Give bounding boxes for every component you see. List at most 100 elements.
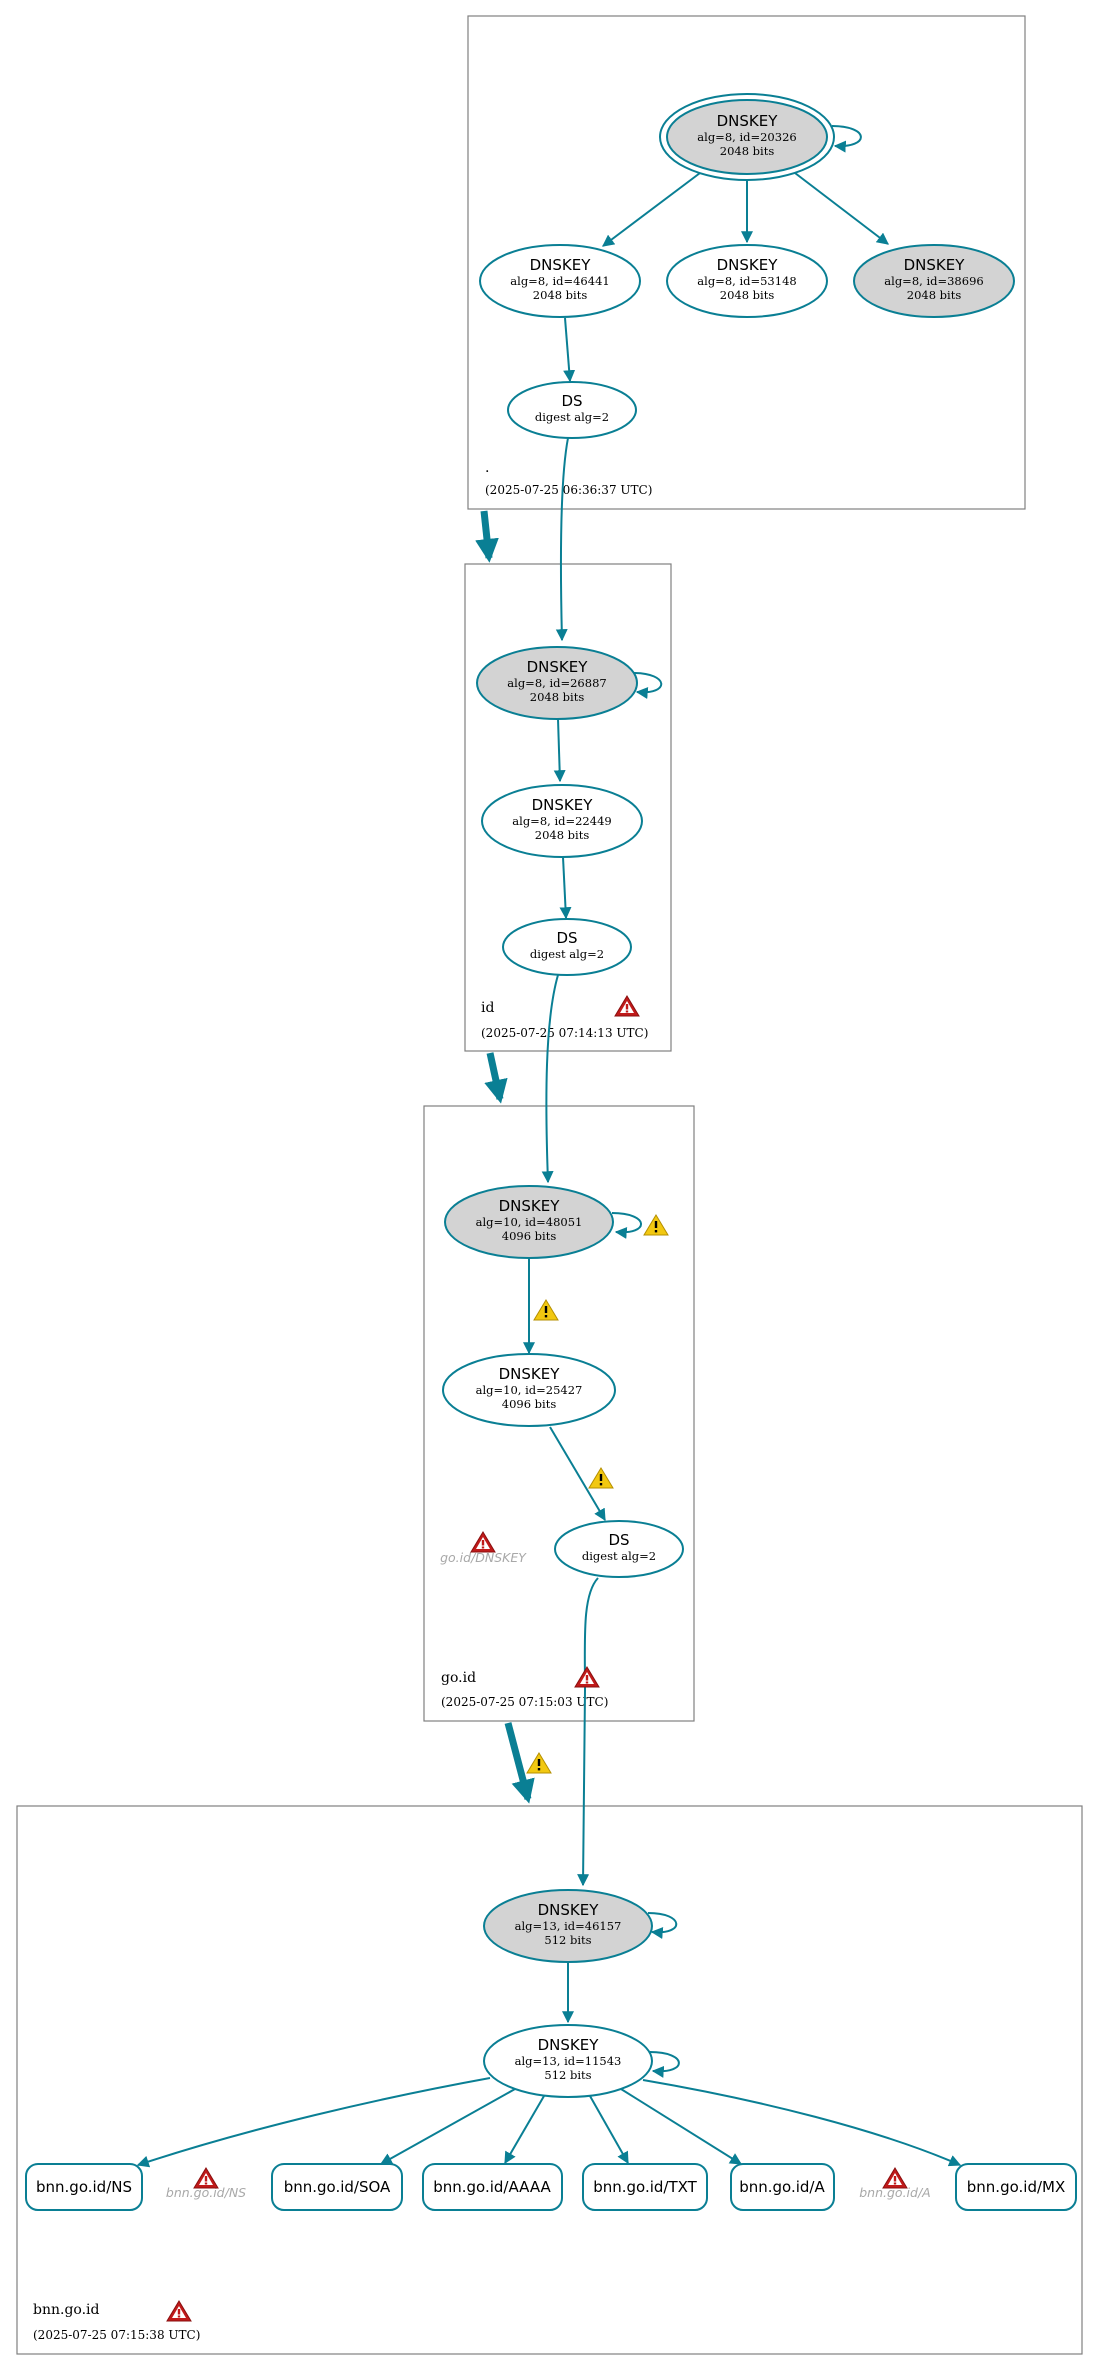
node-detail: 4096 bits bbox=[502, 1397, 557, 1411]
node-title: DNSKEY bbox=[527, 658, 589, 676]
error-icon bbox=[166, 2300, 192, 2322]
zone-box-root bbox=[467, 15, 1026, 510]
node-title: DNSKEY bbox=[499, 1365, 561, 1383]
edge-goid-ksk-self bbox=[611, 1212, 642, 1239]
node-detail: alg=8, id=20326 bbox=[697, 130, 796, 144]
rrset-label: bnn.go.id/NS bbox=[36, 2178, 132, 2196]
error-icon bbox=[574, 1666, 600, 1688]
zone-box-id bbox=[464, 563, 672, 1052]
rrset-node-aaaa: bnn.go.id/AAAA bbox=[422, 2163, 563, 2211]
edge-id-zsk-to-ds bbox=[559, 856, 572, 920]
node-detail: 2048 bits bbox=[907, 288, 962, 302]
ghost-label-bnn-ns: bnn.go.id/NS bbox=[166, 2185, 246, 2200]
node-root-ds: DS digest alg=2 bbox=[507, 381, 637, 439]
edge-bnn-zsk-to-ns bbox=[136, 2077, 491, 2168]
ghost-label-bnn-a: bnn.go.id/A bbox=[859, 2185, 930, 2200]
node-bnn-ksk-46157: DNSKEY alg=13, id=46157 512 bits bbox=[483, 1889, 653, 1963]
node-id-ds: DS digest alg=2 bbox=[502, 918, 632, 976]
edge-goid-zsk-to-ds bbox=[549, 1426, 606, 1522]
rrset-label: bnn.go.id/TXT bbox=[593, 2178, 697, 2196]
node-root-ksk-20326: DNSKEY alg=8, id=20326 2048 bits bbox=[659, 93, 835, 181]
node-goid-zsk-25427: DNSKEY alg=10, id=25427 4096 bits bbox=[442, 1353, 616, 1427]
warning-icon bbox=[533, 1299, 559, 1321]
rrset-node-mx: bnn.go.id/MX bbox=[955, 2163, 1077, 2211]
edge-root-zsk1-to-ds bbox=[563, 317, 576, 383]
zone-name-id: id bbox=[481, 1000, 494, 1016]
zone-timestamp-bnn: (2025-07-25 07:15:38 UTC) bbox=[33, 2328, 200, 2342]
node-detail: alg=8, id=38696 bbox=[884, 274, 983, 288]
warning-icon bbox=[643, 1214, 669, 1236]
node-title: DS bbox=[556, 929, 577, 947]
edge-id-ksk-self bbox=[632, 672, 663, 699]
delegation-arrow-goid-bnn bbox=[504, 1722, 535, 1804]
zone-timestamp-goid: (2025-07-25 07:15:03 UTC) bbox=[441, 1695, 608, 1709]
node-detail: digest alg=2 bbox=[535, 410, 609, 424]
edge-bnn-zsk-to-soa bbox=[379, 2088, 516, 2165]
ghost-label-goid-dnskey: go.id/DNSKEY bbox=[440, 1550, 527, 1565]
node-title: DNSKEY bbox=[717, 112, 779, 130]
edge-bnn-zsk-to-mx bbox=[642, 2079, 962, 2167]
edge-bnn-zsk-to-a bbox=[620, 2088, 743, 2165]
zone-box-goid bbox=[423, 1105, 695, 1722]
edge-id-ds-to-goid-ksk bbox=[541, 974, 559, 1184]
rrset-node-txt: bnn.go.id/TXT bbox=[582, 2163, 708, 2211]
rrset-label: bnn.go.id/A bbox=[739, 2178, 825, 2196]
rrset-label: bnn.go.id/AAAA bbox=[433, 2178, 551, 2196]
node-bnn-zsk-11543: DNSKEY alg=13, id=11543 512 bits bbox=[483, 2024, 653, 2098]
warning-icon bbox=[526, 1752, 552, 1774]
node-detail: alg=10, id=48051 bbox=[476, 1215, 583, 1229]
node-detail: alg=8, id=22449 bbox=[512, 814, 611, 828]
rrset-label: bnn.go.id/SOA bbox=[284, 2178, 391, 2196]
node-detail: digest alg=2 bbox=[530, 947, 604, 961]
node-id-ksk-26887: DNSKEY alg=8, id=26887 2048 bits bbox=[476, 646, 638, 720]
node-detail: alg=13, id=46157 bbox=[515, 1919, 622, 1933]
delegation-arrow-root-id bbox=[475, 510, 499, 563]
node-detail: 2048 bits bbox=[533, 288, 588, 302]
edge-bnn-zsk-self bbox=[649, 2051, 680, 2078]
node-goid-ds: DS digest alg=2 bbox=[554, 1520, 684, 1578]
zone-box-bnn bbox=[16, 1805, 1083, 2355]
node-detail: 512 bits bbox=[544, 2068, 591, 2082]
node-detail: 2048 bits bbox=[720, 288, 775, 302]
edge-bnn-zsk-to-txt bbox=[589, 2095, 629, 2165]
node-title: DNSKEY bbox=[717, 256, 779, 274]
edge-id-ksk-to-zsk bbox=[553, 718, 566, 783]
node-goid-ksk-48051: DNSKEY alg=10, id=48051 4096 bits bbox=[444, 1185, 614, 1259]
edge-root-ksk-self bbox=[831, 125, 862, 153]
rrset-node-soa: bnn.go.id/SOA bbox=[271, 2163, 403, 2211]
node-detail: 2048 bits bbox=[720, 144, 775, 158]
node-title: DNSKEY bbox=[532, 796, 594, 814]
zone-timestamp-id: (2025-07-25 07:14:13 UTC) bbox=[481, 1026, 648, 1040]
node-detail: 2048 bits bbox=[535, 828, 590, 842]
node-title: DNSKEY bbox=[904, 256, 966, 274]
node-title: DS bbox=[608, 1531, 629, 1549]
node-title: DS bbox=[561, 392, 582, 410]
error-icon bbox=[614, 995, 640, 1017]
warning-icon bbox=[588, 1467, 614, 1489]
node-detail: 4096 bits bbox=[502, 1229, 557, 1243]
rrset-node-ns: bnn.go.id/NS bbox=[25, 2163, 143, 2211]
node-title: DNSKEY bbox=[530, 256, 592, 274]
node-detail: alg=8, id=26887 bbox=[507, 676, 606, 690]
node-title: DNSKEY bbox=[538, 2036, 600, 2054]
edge-bnn-zsk-to-aaaa bbox=[504, 2095, 545, 2165]
zone-name-bnn: bnn.go.id bbox=[33, 2302, 100, 2318]
node-root-zsk-46441: DNSKEY alg=8, id=46441 2048 bits bbox=[479, 244, 641, 318]
node-detail: alg=8, id=53148 bbox=[697, 274, 796, 288]
node-detail: alg=10, id=25427 bbox=[476, 1383, 583, 1397]
node-detail: alg=8, id=46441 bbox=[510, 274, 609, 288]
zone-name-goid: go.id bbox=[441, 1670, 476, 1686]
rrset-label: bnn.go.id/MX bbox=[967, 2178, 1065, 2196]
error-icon bbox=[193, 2167, 219, 2189]
node-title: DNSKEY bbox=[538, 1901, 600, 1919]
delegation-arrow-id-goid bbox=[484, 1052, 508, 1104]
node-root-ksk-38696: DNSKEY alg=8, id=38696 2048 bits bbox=[853, 244, 1015, 318]
edge-root-ksk-to-ksk2 bbox=[794, 172, 889, 245]
node-title: DNSKEY bbox=[499, 1197, 561, 1215]
edge-bnn-ksk-self bbox=[647, 1912, 678, 1939]
node-root-zsk-53148: DNSKEY alg=8, id=53148 2048 bits bbox=[666, 244, 828, 318]
zone-timestamp-root: (2025-07-25 06:36:37 UTC) bbox=[485, 483, 652, 497]
edge-root-ds-to-id-ksk bbox=[555, 437, 569, 642]
node-id-zsk-22449: DNSKEY alg=8, id=22449 2048 bits bbox=[481, 784, 643, 858]
